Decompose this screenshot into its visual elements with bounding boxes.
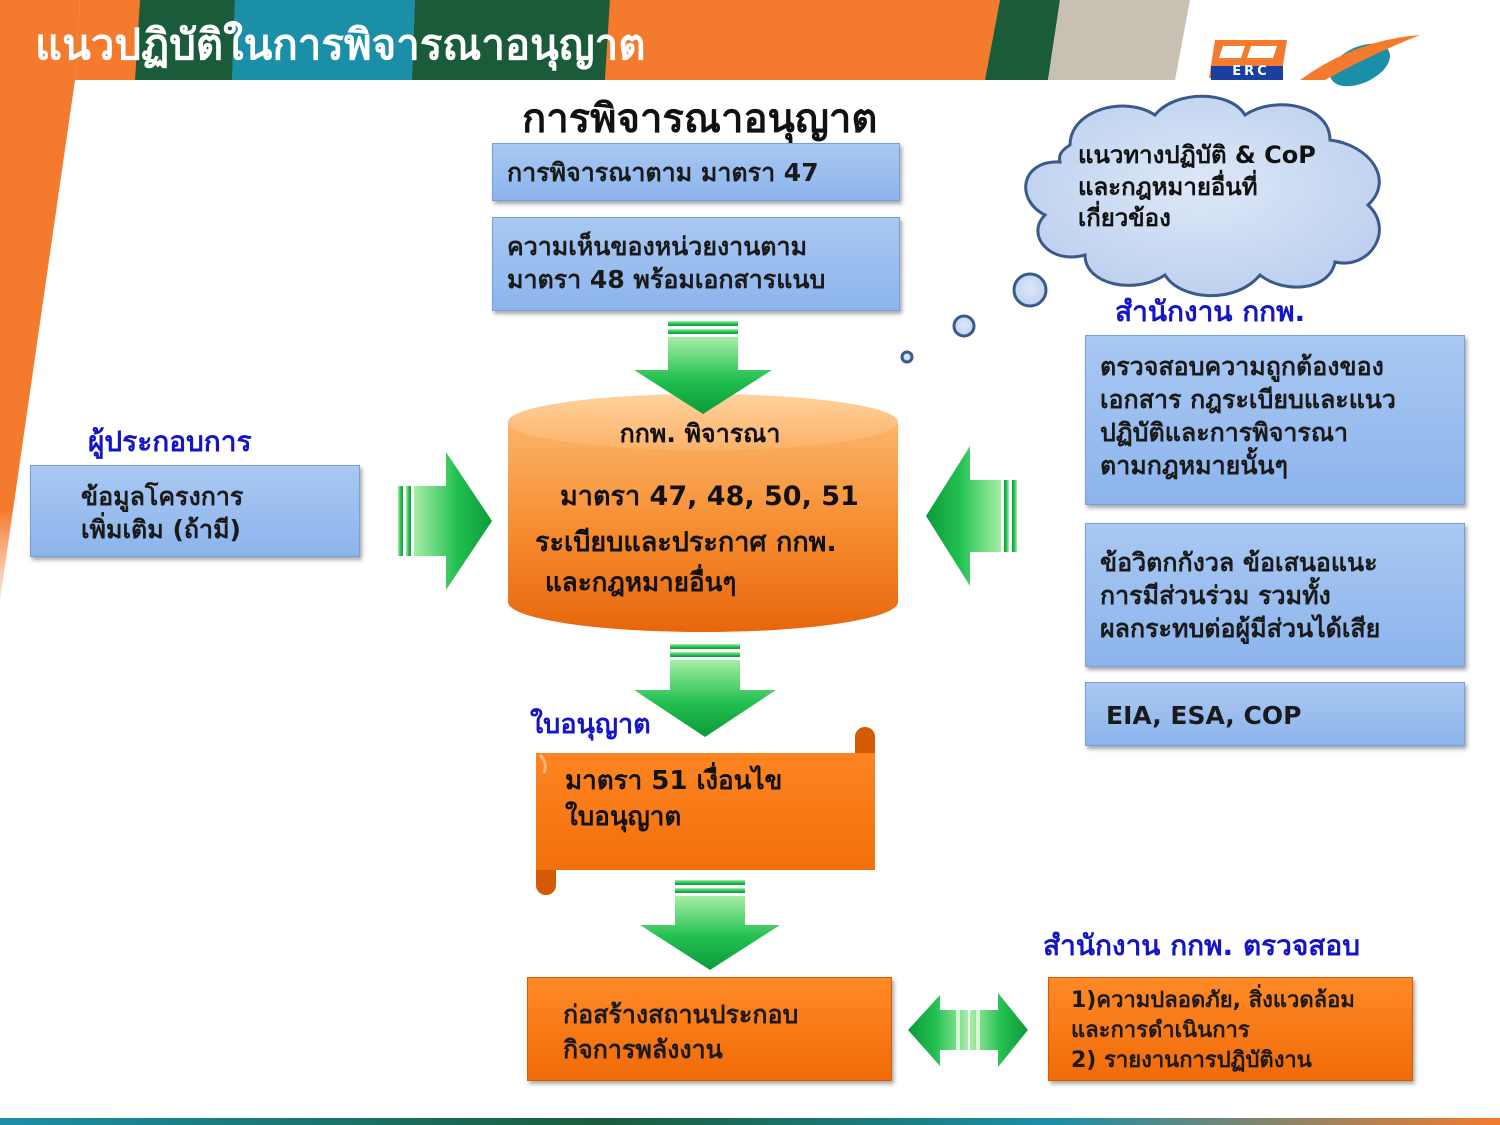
section47-text: การพิจารณาตาม มาตรา 47 bbox=[507, 158, 819, 187]
operator-info-line2: เพิ่มเติม (ถ้ามี) bbox=[81, 515, 241, 544]
left-arrow-icon bbox=[926, 446, 1017, 586]
eia-text: EIA, ESA, COP bbox=[1106, 701, 1302, 730]
document-check-line2: เอกสาร กฎระเบียบและแนว bbox=[1100, 385, 1396, 414]
erc-logo-icon bbox=[1209, 35, 1420, 87]
construct-line2: กิจการพลังงาน bbox=[563, 1034, 723, 1064]
concerns-line2: การมีส่วนร่วม รวมทั้ง bbox=[1100, 581, 1331, 610]
license-text: มาตรา 51 เงื่อนไข ใบอนุญาต bbox=[565, 764, 782, 836]
document-check-line1: ตรวจสอบความถูกต้องของ bbox=[1100, 352, 1384, 381]
center-title: การพิจารณาอนุญาต bbox=[522, 95, 878, 142]
office-label: สำนักงาน กกพ. bbox=[1115, 295, 1306, 328]
inspect-box: 1)ความปลอดภัย, สิ่งแวดล้อม และการดำเนินก… bbox=[1048, 977, 1413, 1081]
operator-label: ผู้ประกอบการ bbox=[88, 425, 252, 458]
license-line2: ใบอนุญาต bbox=[565, 801, 682, 832]
section48-line2: มาตรา 48 พร้อมเอกสารแนบ bbox=[507, 265, 826, 294]
operator-info-line1: ข้อมูลโครงการ bbox=[81, 482, 244, 511]
inspect-line1: 1)ความปลอดภัย, สิ่งแวดล้อม bbox=[1071, 988, 1355, 1013]
concerns-line1: ข้อวิตกกังวล ข้อเสนอแนะ bbox=[1100, 548, 1378, 577]
inspect-line2: และการดำเนินการ bbox=[1071, 1017, 1250, 1043]
down-arrow-3-icon bbox=[640, 880, 780, 970]
concerns-line3: ผลกระทบต่อผู้มีส่วนได้เสีย bbox=[1100, 614, 1381, 643]
construct-line1: ก่อสร้างสถานประกอบ bbox=[563, 1000, 799, 1029]
inspect-label: สำนักงาน กกพ. ตรวจสอบ bbox=[1043, 929, 1360, 962]
inspect-line3: 2) รายงานการปฏิบัติงาน bbox=[1071, 1047, 1312, 1073]
footer-strip bbox=[0, 1118, 1500, 1125]
section48-line1: ความเห็นของหน่วยงานตาม bbox=[507, 232, 808, 261]
construct-box: ก่อสร้างสถานประกอบ กิจการพลังงาน bbox=[527, 977, 892, 1081]
document-check-line4: ตามกฎหมายนั้นๆ bbox=[1100, 451, 1288, 480]
review-cylinder bbox=[508, 394, 898, 632]
eia-box: EIA, ESA, COP bbox=[1085, 682, 1465, 746]
down-arrow-2-icon bbox=[634, 644, 776, 737]
erc-logo: ERC bbox=[1205, 30, 1425, 90]
down-arrow-1-icon bbox=[634, 321, 772, 414]
license-scroll bbox=[536, 727, 875, 895]
license-label: ใบอนุญาต bbox=[530, 709, 651, 740]
concerns-box: ข้อวิตกกังวล ข้อเสนอแนะ การมีส่วนร่วม รว… bbox=[1085, 523, 1465, 667]
header-banner bbox=[0, 0, 1190, 600]
double-arrow-icon bbox=[908, 993, 1028, 1067]
cylinder-line1: มาตรา 47, 48, 50, 51 bbox=[560, 481, 859, 512]
section48-box: ความเห็นของหน่วยงานตาม มาตรา 48 พร้อมเอก… bbox=[492, 217, 900, 311]
license-line1: มาตรา 51 เงื่อนไข bbox=[565, 766, 783, 796]
page-title: แนวปฏิบัติในการพิจารณาอนุญาต bbox=[35, 20, 646, 69]
thought-cloud bbox=[900, 94, 1381, 364]
cloud-line2: และกฎหมายอื่นที่ bbox=[1078, 172, 1258, 201]
document-check-box: ตรวจสอบความถูกต้องของ เอกสาร กฎระเบียบแล… bbox=[1085, 335, 1465, 505]
logo-text: ERC bbox=[1232, 64, 1270, 79]
cloud-text: แนวทางปฏิบัติ & CoP และกฎหมายอื่นที่ เกี… bbox=[1078, 140, 1316, 235]
cloud-line3: เกี่ยวข้อง bbox=[1078, 204, 1171, 233]
cylinder-line3: และกฎหมายอื่นๆ bbox=[545, 568, 737, 598]
operator-info-box: ข้อมูลโครงการ เพิ่มเติม (ถ้ามี) bbox=[30, 465, 360, 557]
section47-box: การพิจารณาตาม มาตรา 47 bbox=[492, 143, 900, 201]
cylinder-line2: ระเบียบและประกาศ กกพ. bbox=[535, 527, 837, 558]
right-arrow-icon bbox=[398, 452, 492, 590]
cylinder-title: กกพ. พิจารณา bbox=[619, 419, 781, 448]
document-check-line3: ปฏิบัติและการพิจารณา bbox=[1100, 418, 1349, 447]
cloud-line1: แนวทางปฏิบัติ & CoP bbox=[1078, 141, 1316, 169]
